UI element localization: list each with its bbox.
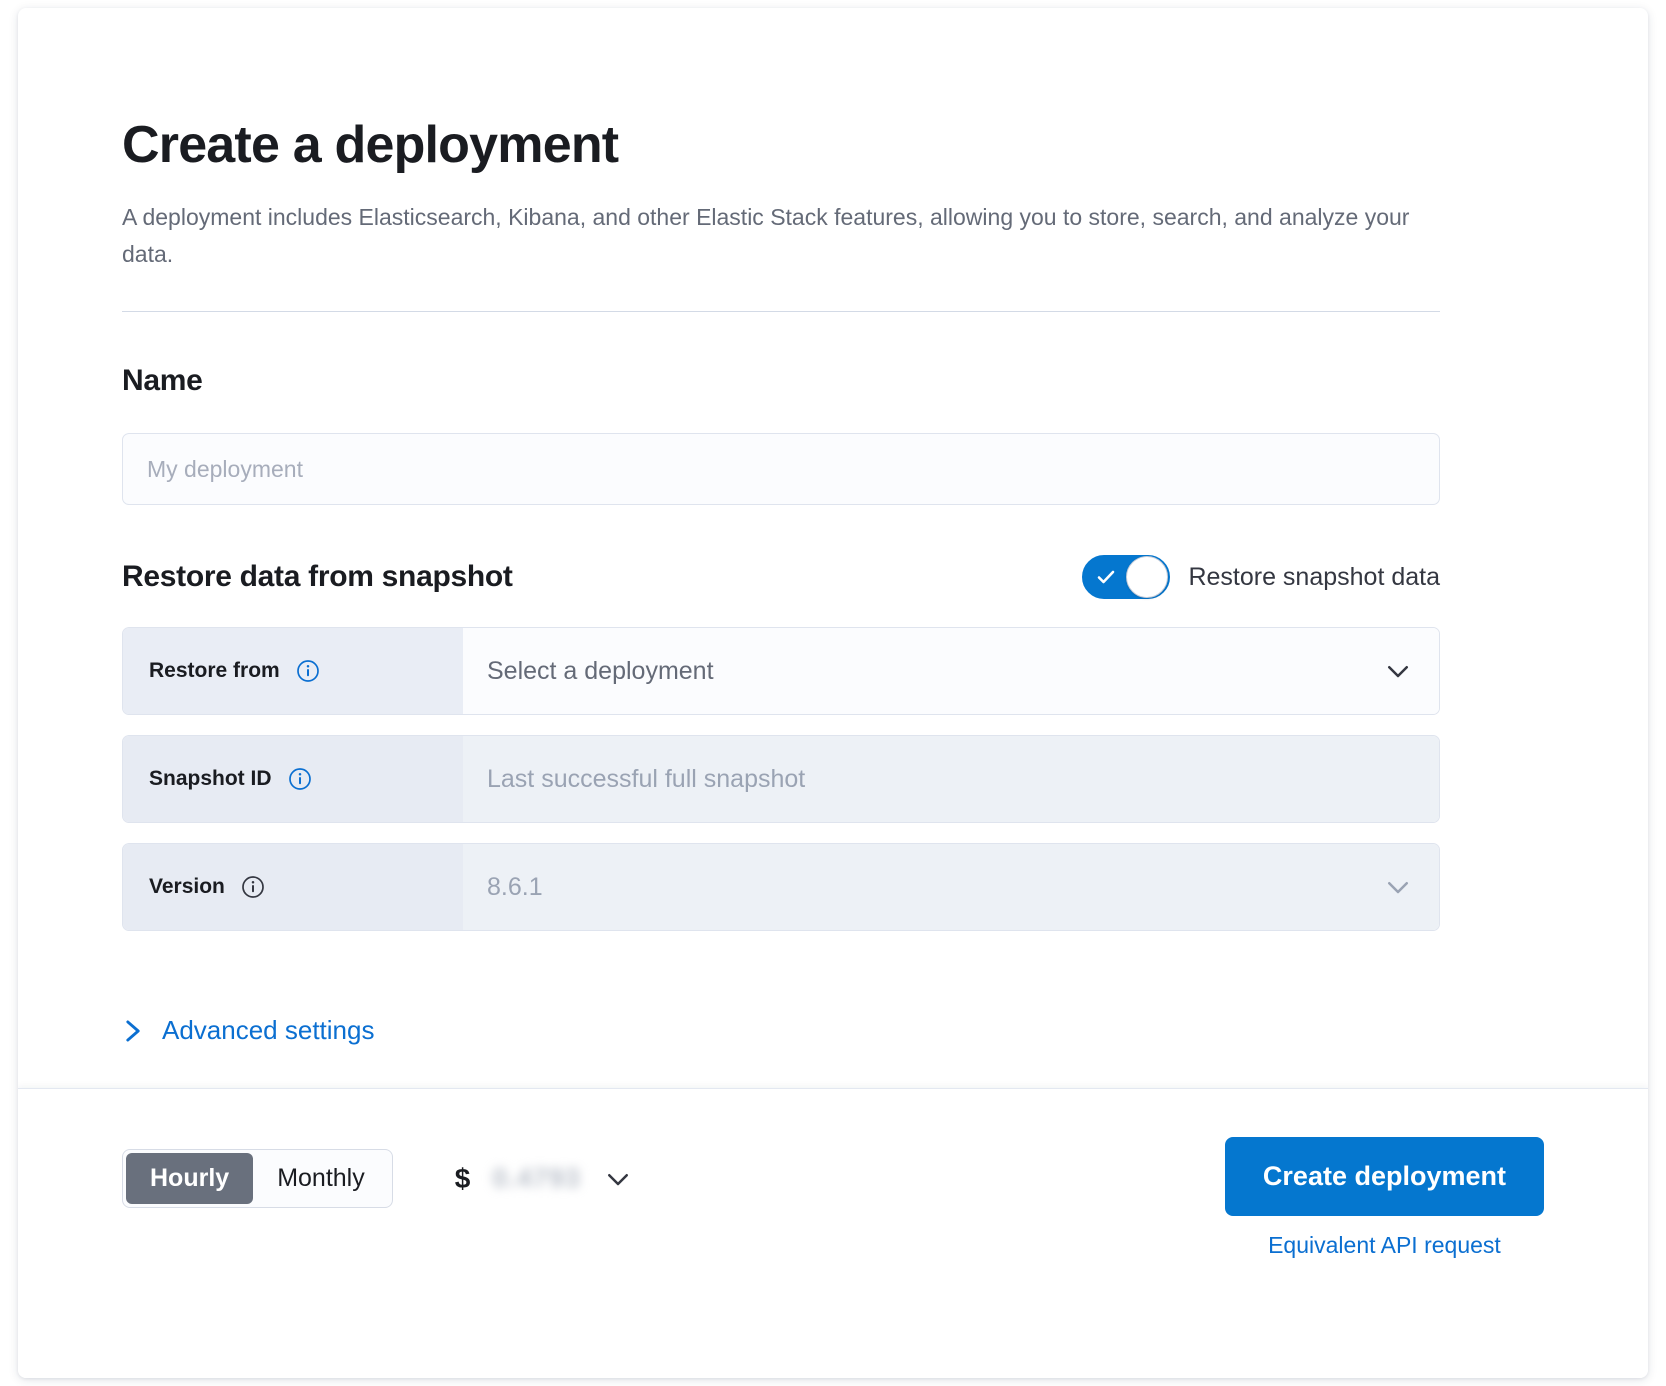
bottom-actions: Create deployment Equivalent API request bbox=[1224, 1137, 1544, 1259]
row-label-restore-from: Restore from bbox=[123, 628, 463, 715]
row-label-text: Version bbox=[149, 875, 225, 899]
page-title: Create a deployment bbox=[122, 116, 619, 174]
billing-period-toggle[interactable]: Hourly Monthly bbox=[122, 1149, 393, 1208]
card-body: Create a deployment A deployment include… bbox=[18, 8, 1648, 1088]
toggle-knob bbox=[1126, 556, 1169, 599]
restore-header-row: Restore data from snapshot Restore snaps… bbox=[122, 555, 1440, 600]
row-label-text: Restore from bbox=[149, 659, 280, 683]
form-row-version: Version 8.6.1 bbox=[122, 843, 1440, 932]
form-row-snapshot-id: Snapshot ID Last successful full snapsho… bbox=[122, 735, 1440, 824]
version-value: 8.6.1 bbox=[487, 872, 543, 901]
name-section-heading: Name bbox=[122, 364, 203, 398]
info-icon[interactable] bbox=[241, 875, 265, 899]
equivalent-api-request-link[interactable]: Equivalent API request bbox=[1268, 1232, 1501, 1258]
chevron-down-icon bbox=[1388, 882, 1408, 894]
create-deployment-button[interactable]: Create deployment bbox=[1224, 1137, 1544, 1216]
header-divider bbox=[122, 311, 1440, 313]
restore-from-value: Select a deployment bbox=[487, 656, 714, 685]
restore-from-dropdown[interactable]: Select a deployment bbox=[463, 628, 1439, 715]
restore-toggle-group[interactable]: Restore snapshot data bbox=[1082, 555, 1440, 600]
restore-section-heading: Restore data from snapshot bbox=[122, 560, 513, 594]
restore-form-rows: Restore from Select a deployment bbox=[122, 627, 1648, 932]
row-label-snapshot-id: Snapshot ID bbox=[123, 736, 463, 823]
billing-option-monthly[interactable]: Monthly bbox=[253, 1153, 389, 1204]
row-label-version: Version bbox=[123, 844, 463, 931]
advanced-settings-label: Advanced settings bbox=[162, 1015, 375, 1046]
chevron-down-icon[interactable] bbox=[603, 1164, 633, 1194]
chevron-right-icon bbox=[126, 1020, 140, 1042]
name-section: Name bbox=[18, 364, 1648, 506]
restore-snapshot-section: Restore data from snapshot Restore snaps… bbox=[18, 555, 1648, 932]
bottom-action-bar: Hourly Monthly $ 0.4793 Create deploymen… bbox=[18, 1088, 1648, 1378]
check-icon bbox=[1098, 570, 1115, 584]
row-label-text: Snapshot ID bbox=[149, 767, 272, 791]
page-subtitle: A deployment includes Elasticsearch, Kib… bbox=[122, 203, 1410, 267]
advanced-settings-toggle[interactable]: Advanced settings bbox=[122, 1015, 374, 1046]
form-row-restore-from: Restore from Select a deployment bbox=[122, 627, 1440, 716]
restore-toggle-label: Restore snapshot data bbox=[1188, 562, 1440, 591]
snapshot-id-value: Last successful full snapshot bbox=[487, 764, 806, 793]
version-dropdown: 8.6.1 bbox=[463, 844, 1439, 931]
info-icon[interactable] bbox=[296, 659, 320, 683]
restore-snapshot-toggle[interactable] bbox=[1082, 555, 1171, 600]
billing-option-hourly[interactable]: Hourly bbox=[126, 1153, 254, 1204]
deployment-name-input[interactable] bbox=[122, 433, 1440, 506]
info-icon[interactable] bbox=[288, 767, 312, 791]
chevron-down-icon bbox=[1388, 666, 1408, 678]
header-block: Create a deployment A deployment include… bbox=[18, 8, 1648, 273]
snapshot-id-field: Last successful full snapshot bbox=[463, 736, 1439, 823]
price-amount-redacted: 0.4793 bbox=[492, 1163, 581, 1193]
create-deployment-card: Create a deployment A deployment include… bbox=[18, 8, 1648, 1378]
price-display[interactable]: $ 0.4793 bbox=[455, 1163, 633, 1195]
price-group: Hourly Monthly $ 0.4793 bbox=[122, 1149, 633, 1208]
price-currency: $ bbox=[454, 1162, 471, 1194]
